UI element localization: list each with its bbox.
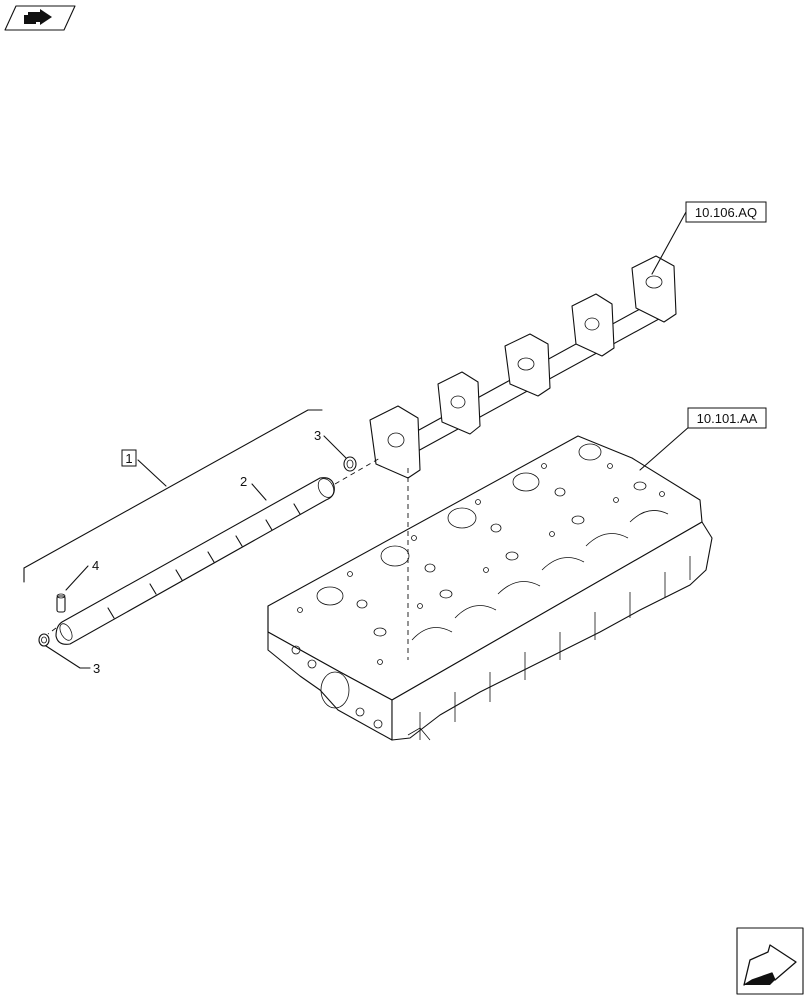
leader-plug-top: [323, 435, 347, 459]
reference-box-head: [687, 407, 767, 429]
callout-3-top[interactable]: 3: [314, 428, 321, 443]
reference-box-rocker: [685, 201, 767, 223]
assembly-line-left: [47, 627, 57, 635]
assembly-line-shaft: [334, 457, 381, 485]
callout-3-bottom[interactable]: 3: [93, 661, 100, 676]
rocker-shaft-drawing: [55, 477, 335, 645]
callout-4[interactable]: 4: [92, 558, 99, 573]
leader-head: [639, 425, 691, 471]
assembly-bracket: [23, 409, 323, 583]
plug-top-drawing: [343, 456, 357, 472]
leader-plug-bottom: [45, 645, 91, 669]
callout-1[interactable]: 1: [125, 451, 132, 466]
reference-rocker-assembly[interactable]: 10.106.AQ: [695, 205, 757, 220]
cylinder-head-drawing: [267, 435, 713, 741]
assembly-callout-box: [121, 449, 137, 467]
pin-drawing: [56, 593, 66, 613]
leader-shaft: [251, 483, 267, 501]
reference-cylinder-head[interactable]: 10.101.AA: [697, 411, 758, 426]
book-arrow-icon[interactable]: [4, 5, 76, 31]
plug-bottom-drawing: [38, 633, 50, 647]
leader-pin: [65, 565, 89, 591]
callout-2[interactable]: 2: [240, 474, 247, 489]
rocker-support-drawing: [369, 211, 741, 479]
next-page-arrow-icon[interactable]: [736, 927, 804, 995]
